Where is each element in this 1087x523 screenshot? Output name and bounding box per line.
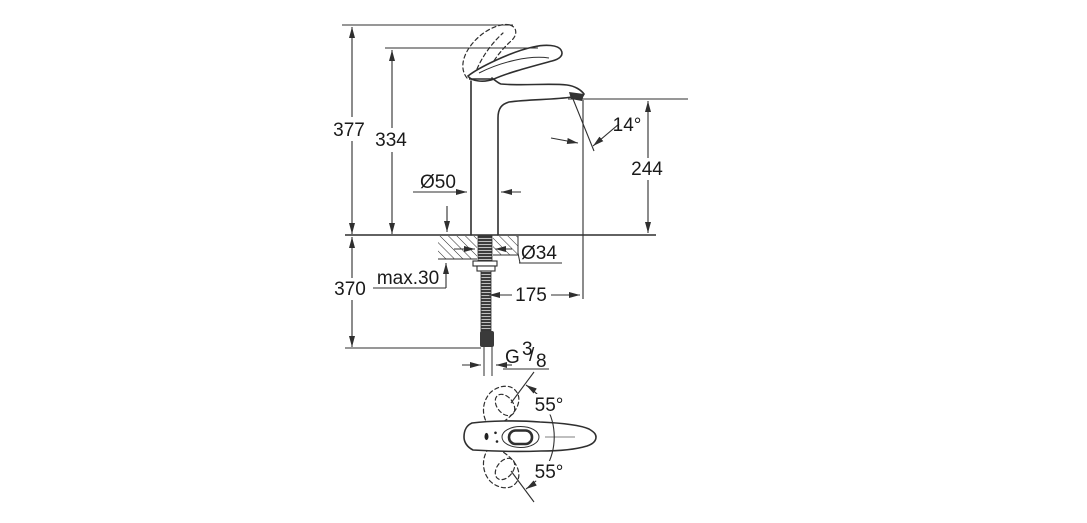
lever-cap-ring [501, 426, 540, 448]
indicator-dot [484, 432, 489, 441]
lever-swung-down-dashed [482, 445, 520, 489]
threaded-shank [477, 235, 493, 262]
dim-max-counter-thickness: max.30 [373, 263, 449, 289]
detail-dot-bottom [495, 440, 499, 443]
dim-handle-swing-down-label: 55° [535, 462, 564, 483]
dim-thread-size: G 3 / 8 [462, 339, 549, 372]
dim-total-height: 377 [333, 24, 513, 234]
dim-hole-diameter-label: Ø34 [521, 243, 557, 264]
dim-under-counter-depth-label: 370 [334, 279, 366, 300]
dim-stream-angle-label: 14° [613, 115, 642, 136]
lever-handle-inner-line [478, 56, 550, 74]
top-view: 55° 55° [463, 371, 597, 503]
thread-letter: G [505, 347, 520, 368]
swing-angle-arc [525, 384, 555, 490]
dim-max-counter-thickness-label: max.30 [377, 268, 439, 289]
hose-connector [480, 331, 494, 347]
lever-handle-outline [466, 44, 563, 82]
dim-body-diameter-label: Ø50 [420, 172, 456, 193]
dim-under-counter-depth: 370 [334, 237, 481, 349]
swing-axis-down [510, 470, 535, 503]
dim-hole-diameter: Ø34 [454, 243, 562, 264]
thread-slash: / [529, 345, 535, 366]
counter-hatch-left [438, 236, 477, 259]
spout-top-edge [491, 77, 585, 100]
aerator [569, 92, 584, 101]
front-view: 14° 377 334 [333, 23, 688, 376]
dim-body-diameter: Ø50 [413, 172, 521, 232]
stream-angle-line [570, 93, 595, 152]
lever-top-outline [463, 420, 597, 453]
dim-height-to-handle: 334 [375, 47, 538, 234]
body-right-and-spout-underside [497, 96, 573, 236]
dim-height-to-handle-label: 334 [375, 130, 407, 151]
detail-dot-top [494, 431, 497, 435]
angle-leader-right [592, 123, 620, 147]
hole-label-step [517, 252, 521, 264]
dim-total-height-label: 377 [333, 120, 365, 141]
shank-flange [472, 260, 498, 267]
dim-outlet-height: 244 [568, 98, 688, 233]
swing-axis-up [510, 371, 535, 404]
mounting-nut [476, 265, 496, 272]
counter-hatch-right [493, 236, 518, 255]
thread-numerator: 3 [522, 339, 533, 360]
dim-outlet-height-label: 244 [631, 159, 663, 180]
dim-spout-projection-label: 175 [515, 285, 547, 306]
angle-leader-left [550, 137, 579, 144]
thread-denominator: 8 [536, 351, 547, 372]
lever-swung-up-dashed [482, 385, 520, 429]
dim-spout-projection: 175 [489, 285, 580, 306]
dim-handle-swing-up-label: 55° [535, 395, 564, 416]
threaded-rod [480, 270, 492, 332]
